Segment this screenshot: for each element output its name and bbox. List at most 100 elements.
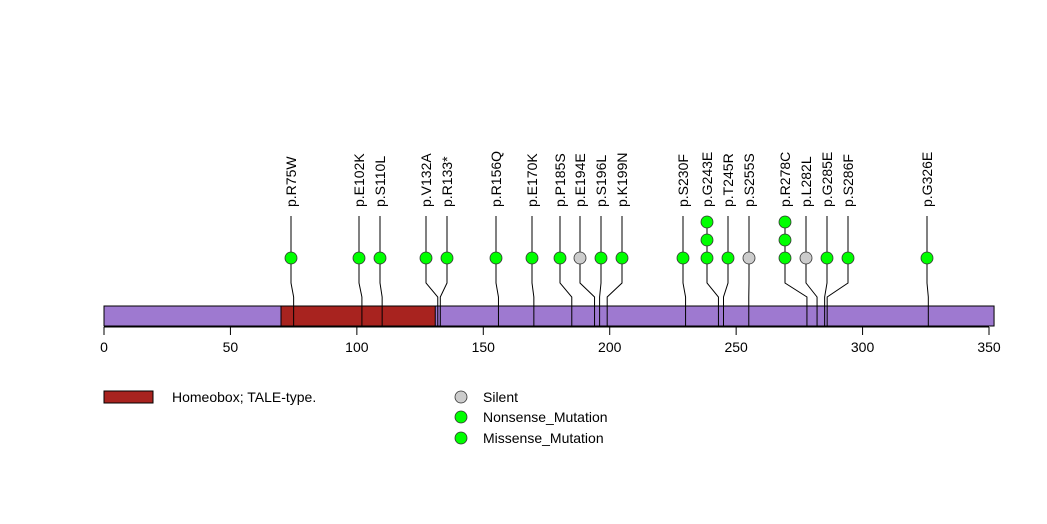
mutation-lollipop: p.R133* [439, 156, 455, 326]
mutation-label: p.E102K [351, 153, 367, 207]
mutation-dot [700, 233, 714, 247]
lollipop-stem [425, 216, 439, 326]
x-tick-label: 300 [851, 339, 875, 355]
lollipop-stem [290, 216, 295, 326]
lollipop-stem [531, 216, 535, 326]
lollipop-stem [723, 216, 729, 326]
x-tick-label: 50 [223, 339, 239, 355]
lollipop-stem [599, 216, 602, 326]
mutation-label: p.R133* [439, 156, 455, 207]
mutation-label: p.S255S [741, 153, 757, 207]
mutation-lollipop: p.R156Q [488, 151, 504, 326]
mutation-lollipop: p.S286F [826, 154, 856, 326]
mutation-label: p.R278C [777, 152, 793, 207]
mutation-lollipop: p.G285E [819, 152, 835, 326]
x-tick-label: 350 [977, 339, 1001, 355]
legend-domain-label: Homeobox; TALE-type. [172, 389, 316, 405]
lollipop-stem [926, 216, 929, 326]
mutation-label: p.E170K [524, 153, 540, 207]
mutation-dot [489, 251, 503, 265]
mutation-label: p.S196L [593, 155, 609, 207]
x-tick-label: 150 [472, 339, 496, 355]
mutation-dot [284, 251, 298, 265]
mutation-lollipop: p.S230F [675, 154, 691, 326]
mutation-label: p.E194E [572, 153, 588, 207]
mutation-lollipop: p.E194E [572, 153, 596, 326]
lollipop-stem [824, 216, 828, 326]
mutation-dot [352, 251, 366, 265]
mutation-dot [742, 251, 756, 265]
mutation-dot [700, 215, 714, 229]
mutation-label: p.G326E [919, 152, 935, 207]
mutation-lollipop: p.G326E [919, 152, 935, 326]
lollipop-stem [579, 216, 596, 326]
mutation-dot [594, 251, 608, 265]
mutation-label: p.T245R [720, 153, 736, 207]
legend-domain-swatch [103, 390, 154, 404]
mutation-dot [573, 251, 587, 265]
x-tick-label: 250 [724, 339, 748, 355]
mutation-lollipop: p.S196L [593, 155, 609, 326]
lollipop-stem [706, 216, 719, 326]
protein-backbone [103, 305, 995, 327]
mutation-lollipop: p.T245R [720, 153, 736, 326]
mutation-dot [525, 251, 539, 265]
mutation-lollipop: p.S110L [372, 156, 388, 326]
lollipop-stem [379, 216, 383, 326]
mutation-label: p.G285E [819, 152, 835, 207]
mutation-dot [373, 251, 387, 265]
mutation-label: p.G243E [699, 152, 715, 207]
mutation-lollipop: p.V132A [418, 153, 439, 326]
mutation-dot [778, 215, 792, 229]
legend-mutation-label: Missense_Mutation [483, 430, 604, 446]
legend-mutation-dot [454, 410, 468, 424]
mutation-dot [419, 251, 433, 265]
mutation-label: p.L282L [798, 156, 814, 207]
mutation-lollipop: p.P185S [552, 153, 573, 326]
mutation-dot [920, 251, 934, 265]
domain-block [280, 305, 436, 327]
mutation-label: p.S110L [372, 156, 388, 207]
mutation-lollipop: p.E170K [524, 153, 540, 326]
mutation-dot [778, 251, 792, 265]
mutation-dot [721, 251, 735, 265]
legend-mutation-dot [454, 390, 468, 404]
mutation-label: p.V132A [418, 153, 434, 207]
mutation-label: p.S286F [840, 154, 856, 207]
mutation-lollipop: p.K199N [606, 153, 630, 326]
legend-mutation-dot [454, 431, 468, 445]
legend-mutation-label: Silent [483, 389, 518, 405]
mutation-label: p.S230F [675, 154, 691, 207]
x-tick-label: 100 [345, 339, 369, 355]
lollipop-stem [826, 216, 849, 326]
lollipop-stem [358, 216, 363, 326]
mutation-label: p.K199N [614, 153, 630, 207]
mutation-dot [778, 233, 792, 247]
lollipop-stem [682, 216, 687, 326]
mutation-dot [841, 251, 855, 265]
mutation-dot [820, 251, 834, 265]
lollipop-stem [559, 216, 573, 326]
mutation-dot [799, 251, 813, 265]
mutation-label: p.R75W [283, 156, 299, 207]
lollipop-stem [495, 216, 499, 326]
lollipop-stem [439, 216, 448, 326]
legend-mutation-label: Nonsense_Mutation [483, 409, 608, 425]
mutation-dot [440, 251, 454, 265]
lollipop-stem [805, 216, 818, 326]
mutation-dot [615, 251, 629, 265]
mutation-lollipop: p.L282L [798, 156, 818, 326]
mutation-lollipop: p.S255S [741, 153, 757, 326]
x-tick-label: 0 [100, 339, 108, 355]
mutation-lollipop: p.G243E [699, 152, 719, 326]
mutation-dot [553, 251, 567, 265]
mutation-lollipop: p.R75W [283, 156, 299, 326]
mutation-dot [700, 251, 714, 265]
mutation-dot [676, 251, 690, 265]
lollipop-stem [784, 216, 808, 326]
x-tick-label: 200 [598, 339, 622, 355]
mutation-label: p.P185S [552, 153, 568, 207]
lollipop-stem [606, 216, 623, 326]
